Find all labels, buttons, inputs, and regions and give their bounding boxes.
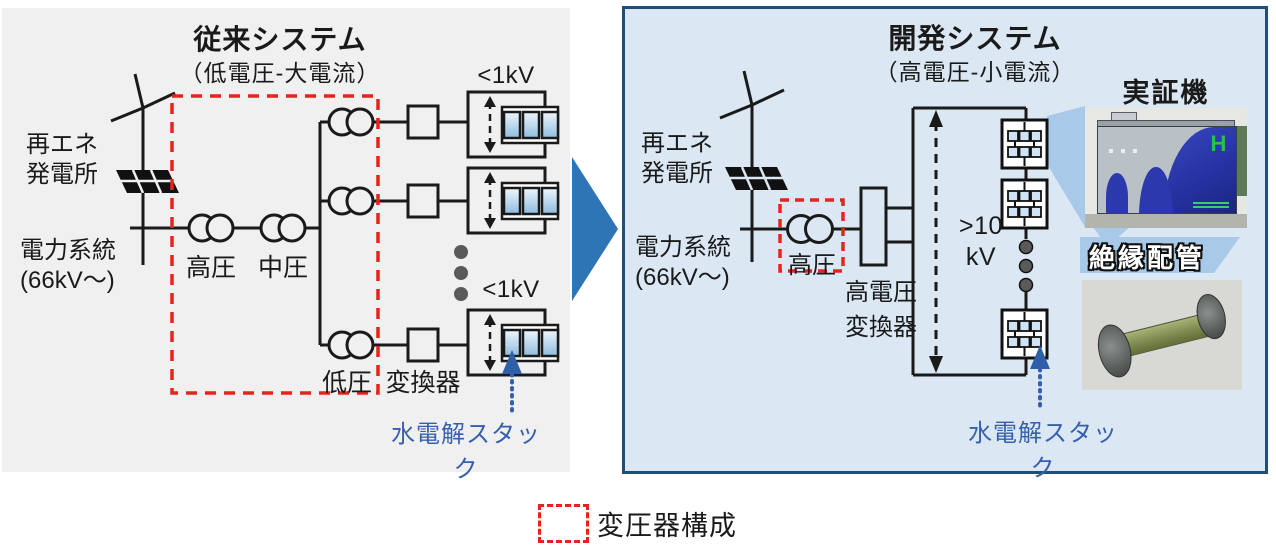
- right-panel-subtitle: （高電圧-小電流）: [874, 59, 1076, 85]
- conventional-system-panel: 従来システム （低電圧-大電流）: [2, 8, 570, 483]
- container-blue-swoosh: [1139, 166, 1173, 213]
- developed-system-panel: 開発システム （高電圧-小電流）: [622, 6, 1268, 482]
- hv-range-arrow: [929, 110, 943, 373]
- solar-panel-icon: [116, 169, 179, 194]
- converter-label: 変換器: [385, 369, 461, 397]
- left-circuit-diagram: [110, 73, 560, 414]
- demo-unit-photo: H: [1085, 108, 1247, 228]
- hv-converter-box: [859, 186, 888, 267]
- transformer-high-label: 高圧: [185, 254, 236, 282]
- insulated-pipe-photo: [1082, 280, 1242, 390]
- legend: 変圧器構成: [538, 504, 737, 543]
- transition-arrow-icon: [572, 157, 618, 301]
- legend-label: 変圧器構成: [597, 511, 737, 541]
- stack-pointer-arrow: [1030, 345, 1050, 409]
- hydrogen-h-badge: H: [1210, 131, 1227, 157]
- wind-turbine-icon: [719, 70, 785, 167]
- right-panel-title: 開発システム: [888, 23, 1062, 54]
- pipe-graphic: [1090, 287, 1234, 382]
- solar-panel-icon: [725, 166, 788, 191]
- transformer-symbols: [187, 107, 375, 360]
- transformer-mid-label: 中圧: [257, 254, 308, 282]
- right-circuit-diagram: [719, 70, 1240, 409]
- pipe-flange-left: [1092, 320, 1137, 382]
- container-vents-row: [1109, 149, 1145, 154]
- red-dashed-transformer-box: [778, 198, 845, 273]
- stack-module-chain: [1000, 118, 1049, 360]
- transformer-low-label: 低圧: [321, 369, 372, 397]
- right-circuit-lines: [740, 106, 1028, 377]
- renewable-plant-label: 再エネ 発電所: [641, 130, 713, 187]
- container-logo-text: [1193, 201, 1230, 208]
- renewable-plant-label: 再エネ 発電所: [26, 131, 98, 188]
- wind-turbine-icon: [110, 73, 176, 170]
- stack-pointer-arrow: [502, 350, 522, 414]
- voltage-range-label: >10 kV: [959, 212, 1003, 271]
- stack-label-left: 水電解スタック: [391, 421, 541, 483]
- ground-strip: [1085, 214, 1247, 228]
- transformer-high-label: 高圧: [788, 252, 836, 279]
- left-panel-title: 従来システム: [193, 24, 367, 55]
- voltage-label-top: <1kV: [477, 62, 535, 89]
- container-door: [1106, 173, 1129, 213]
- grid-label: 電力系統 (66kV〜): [20, 237, 116, 294]
- electrolysis-load-units: [466, 90, 560, 377]
- photo-callout-wedges: [1047, 106, 1240, 273]
- stack-label-right: 水電解スタック: [968, 420, 1118, 482]
- hv-converter-label: 高電圧 変換器: [845, 279, 917, 341]
- left-panel-subtitle: （低電圧-大電流）: [179, 60, 381, 86]
- grid-label: 電力系統 (66kV〜): [635, 234, 731, 291]
- container-body: H: [1097, 126, 1237, 214]
- voltage-label-bottom: <1kV: [482, 276, 540, 303]
- red-dashed-transformer-box: [170, 94, 380, 395]
- demo-unit-label: 実証機: [1122, 78, 1210, 108]
- converter-boxes: [406, 104, 440, 363]
- red-dashed-box-icon: [538, 504, 589, 543]
- ellipsis-dots: [454, 245, 468, 301]
- transformer-symbol: [786, 214, 834, 244]
- insulated-pipe-label: 絶縁配管: [1089, 243, 1206, 273]
